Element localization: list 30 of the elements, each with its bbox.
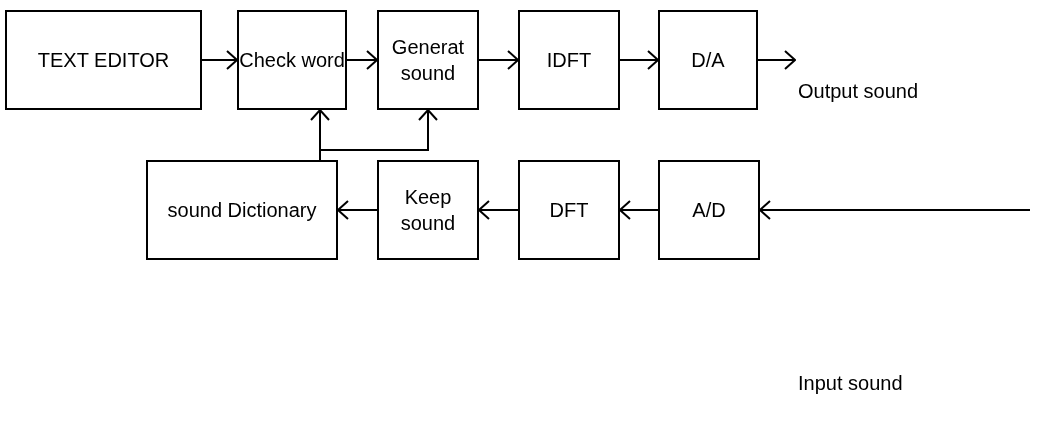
arrow: [757, 50, 796, 70]
process-box: [377, 10, 479, 110]
process-box: [518, 10, 620, 110]
process-box: [5, 10, 202, 110]
process-box: [237, 10, 347, 110]
box-label: IDFT: [546, 48, 592, 73]
box-label: TEXT EDITOR: [37, 48, 170, 73]
box-label: A/D: [692, 198, 726, 223]
arrow: [201, 50, 238, 70]
process-box: [377, 160, 479, 260]
box-label: Keep sound: [399, 185, 457, 236]
box-label: Generat sound: [390, 35, 466, 86]
process-box: [146, 160, 338, 260]
process-box: [518, 160, 620, 260]
box-label: sound Dictionary: [167, 198, 317, 223]
box-label: D/A: [691, 48, 725, 73]
arrow: [478, 50, 519, 70]
arrow: [319, 109, 438, 161]
process-box: [658, 160, 760, 260]
box-label: Check word: [239, 48, 345, 73]
box-label: DFT: [549, 198, 589, 223]
signal-label: Input sound: [798, 372, 903, 395]
arrow: [759, 200, 1031, 220]
process-box: [658, 10, 758, 110]
arrow: [478, 200, 519, 220]
signal-label: Output sound: [798, 80, 919, 103]
arrow: [346, 50, 378, 70]
arrow: [619, 200, 659, 220]
arrow: [619, 50, 659, 70]
arrow: [337, 200, 378, 220]
